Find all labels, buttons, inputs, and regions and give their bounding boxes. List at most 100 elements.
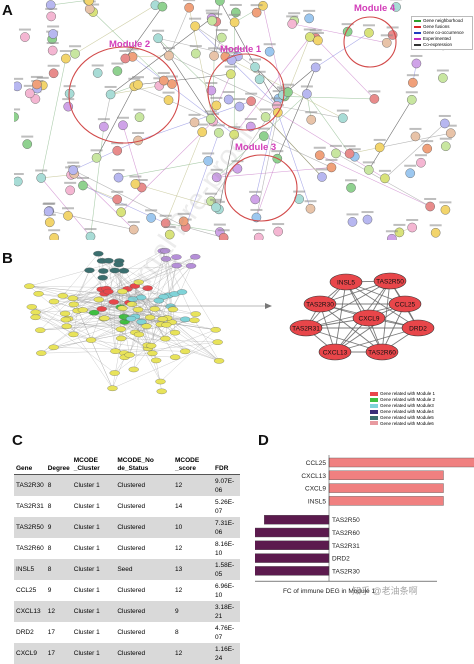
gene-node <box>69 302 79 307</box>
cell-gene: TAS2R60 <box>14 538 46 559</box>
network-edge <box>91 127 104 237</box>
cell-fdr: 7.31E-06 <box>213 517 240 538</box>
protein-node <box>230 18 239 27</box>
protein-node <box>86 232 95 240</box>
cell-status: Clustered <box>115 517 173 538</box>
node-label-mark <box>264 43 276 45</box>
fc-bar-label: CCL25 <box>306 460 327 467</box>
gene-node <box>94 297 104 302</box>
cell-gene: CXCL9 <box>14 643 46 664</box>
protein-node <box>251 195 260 204</box>
module-1-node-label: CXCL9 <box>359 315 380 322</box>
node-label-mark <box>409 128 421 130</box>
node-label-mark <box>229 14 241 16</box>
fc-bar-label: TAS2R60 <box>332 530 360 537</box>
protein-node <box>14 177 22 186</box>
gene-node <box>117 289 127 294</box>
node-label-mark <box>439 201 451 203</box>
gene-node <box>160 248 170 253</box>
cell-cluster: Cluster 1 <box>72 643 116 664</box>
gene-node <box>110 370 120 375</box>
node-label-mark <box>213 201 225 203</box>
node-label-mark <box>293 191 305 193</box>
module-1-node-label: TAS2R31 <box>292 325 320 332</box>
cell-degree: 17 <box>46 622 72 643</box>
protein-node <box>14 82 22 91</box>
protein-node <box>118 121 127 130</box>
network-edge <box>318 40 374 98</box>
gene-node <box>143 286 153 291</box>
protein-node <box>208 16 217 25</box>
cell-gene: TAS2R31 <box>14 496 46 517</box>
node-label-mark <box>314 147 326 149</box>
node-label-mark <box>43 203 55 205</box>
node-label-mark <box>387 26 399 28</box>
protein-node <box>370 94 379 103</box>
node-label-mark <box>214 224 226 226</box>
protein-node <box>85 4 94 13</box>
node-label-mark <box>288 12 300 14</box>
protein-node <box>106 90 115 99</box>
gene-node <box>157 389 167 394</box>
node-label-mark <box>166 76 178 78</box>
gene-node <box>86 337 96 342</box>
node-label-mark <box>393 224 405 226</box>
node-label-mark <box>310 59 322 61</box>
protein-node <box>50 233 59 240</box>
gene-node <box>98 275 108 280</box>
node-label-mark <box>117 117 129 119</box>
fc-bar <box>255 554 329 563</box>
cell-cluster: Cluster 1 <box>72 538 116 559</box>
node-label-mark <box>245 93 257 95</box>
cell-gene: CXCL13 <box>14 601 46 622</box>
legend-line <box>414 38 421 40</box>
node-label-mark <box>205 193 217 195</box>
node-label-mark <box>410 55 422 57</box>
protein-node <box>331 149 340 158</box>
cell-gene: DRD2 <box>14 622 46 643</box>
cell-fdr: 3.18E-21 <box>213 601 240 622</box>
gene-node <box>68 296 78 301</box>
node-label-mark <box>205 82 217 84</box>
protein-node <box>274 227 283 236</box>
gene-node <box>68 332 78 337</box>
legend-line <box>414 26 421 28</box>
gene-node <box>24 284 34 289</box>
cell-fdr: 6.96E-10 <box>213 580 240 601</box>
cell-degree: 8 <box>46 559 72 580</box>
node-label-mark <box>216 29 228 31</box>
network-edge <box>73 170 134 229</box>
gene-node <box>186 263 196 268</box>
gene-node <box>110 268 120 273</box>
node-label-mark <box>251 4 263 6</box>
protein-node <box>380 174 389 183</box>
gene-node <box>171 254 181 259</box>
node-label-mark <box>129 175 141 177</box>
protein-node <box>113 146 122 155</box>
protein-node <box>66 186 75 195</box>
protein-node <box>44 207 53 216</box>
protein-node <box>327 163 336 172</box>
cell-degree: 8 <box>46 496 72 517</box>
gene-node <box>177 289 187 294</box>
module-3-label: Module 3 <box>235 142 276 153</box>
protein-node <box>254 233 263 240</box>
cell-cluster: Cluster 1 <box>72 601 116 622</box>
cell-cluster: Cluster 1 <box>72 475 116 497</box>
legend-row: Gene related with Module6 <box>370 421 473 427</box>
cell-degree: 17 <box>46 643 72 664</box>
gene-node <box>134 280 144 285</box>
node-label-mark <box>304 28 316 30</box>
fc-bar <box>329 496 443 505</box>
node-label-mark <box>48 65 60 67</box>
legend-line <box>414 44 421 46</box>
network-edge <box>36 312 115 373</box>
legend-line <box>414 32 421 34</box>
network-edge <box>169 100 211 119</box>
network-edge <box>156 360 162 391</box>
gene-node <box>58 293 68 298</box>
gene-node <box>161 322 171 327</box>
gene-node <box>31 315 41 320</box>
